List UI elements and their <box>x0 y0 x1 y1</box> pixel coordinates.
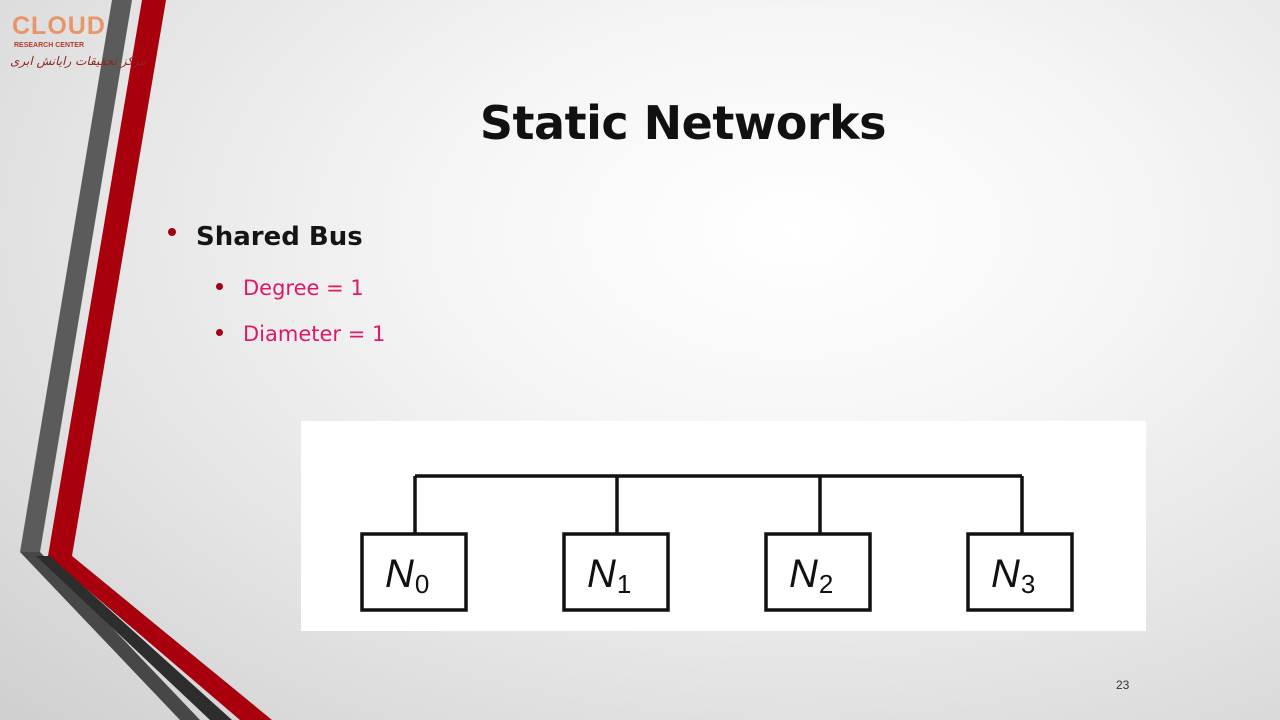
shared-bus-diagram: N0 N1 N2 N3 <box>301 421 1146 631</box>
node-label: N1 <box>587 552 631 599</box>
dark-stripe-lower <box>36 556 232 720</box>
cloud-research-center-logo: CLOUD RESEARCH CENTER مرکز تحقیقات رایان… <box>6 8 146 80</box>
logo-persian-text: مرکز تحقیقات رایانش ابری <box>10 54 147 68</box>
gray-stripe-lower <box>20 552 200 720</box>
bullet-text: Shared Bus <box>196 222 363 252</box>
node-label: N2 <box>789 552 833 599</box>
gray-stripe-upper <box>20 0 132 552</box>
logo-title: CLOUD <box>12 12 106 40</box>
sub-bullet-dot-icon <box>216 329 223 336</box>
red-stripe-upper <box>48 0 166 556</box>
sub-bullet-text: Degree = 1 <box>243 276 364 300</box>
node-box <box>562 532 670 612</box>
page-number: 23 <box>1116 678 1130 692</box>
node-label: N0 <box>385 552 429 599</box>
bus-diagram-svg: N0 N1 N2 N3 <box>360 474 1074 612</box>
slide-title: Static Networks <box>479 96 887 150</box>
node-box <box>764 532 872 612</box>
node-n3: N3 <box>966 532 1074 612</box>
logo-subtitle: RESEARCH CENTER <box>14 42 85 49</box>
red-stripe-lower <box>48 556 272 720</box>
sub-bullet-text: Diameter = 1 <box>243 322 386 346</box>
node-box <box>966 532 1074 612</box>
bullet-dot-icon <box>168 228 176 236</box>
node-box <box>360 532 468 612</box>
node-label: N3 <box>991 552 1035 599</box>
node-n0: N0 <box>360 532 468 612</box>
node-n2: N2 <box>764 532 872 612</box>
node-n1: N1 <box>562 532 670 612</box>
sub-bullet-dot-icon <box>216 283 223 290</box>
